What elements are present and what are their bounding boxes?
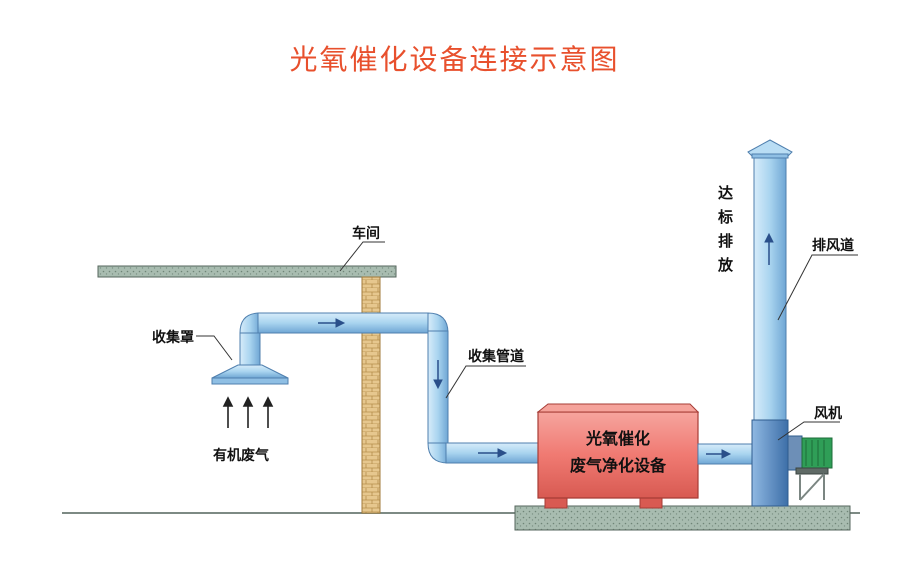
label-emission: 达 标 排 放 bbox=[717, 184, 734, 274]
workshop-roof bbox=[97, 265, 397, 278]
purification-machine bbox=[536, 403, 700, 509]
leader-lines bbox=[196, 241, 858, 441]
emission-char: 达 bbox=[718, 184, 733, 202]
equipment-foundation bbox=[514, 505, 851, 531]
label-collection-pipe: 收集管道 bbox=[468, 348, 524, 365]
page-title: 光氧催化设备连接示意图 bbox=[289, 43, 620, 76]
exhaust-stack bbox=[747, 139, 793, 421]
gas-inflow-arrows bbox=[222, 396, 274, 428]
label-machine-line2: 废气净化设备 bbox=[570, 456, 667, 475]
collection-pipe bbox=[239, 312, 539, 464]
emission-char: 标 bbox=[717, 208, 733, 226]
flow-arrow-stack bbox=[764, 232, 774, 265]
collection-hood bbox=[211, 364, 289, 385]
flow-arrow-outlet bbox=[706, 449, 732, 459]
label-workshop: 车间 bbox=[352, 225, 380, 242]
brick-wall bbox=[361, 276, 381, 514]
label-exhaust-stack: 排风道 bbox=[812, 237, 854, 254]
emission-char: 放 bbox=[717, 256, 734, 274]
fan-unit bbox=[751, 419, 833, 507]
label-fan: 风机 bbox=[814, 405, 842, 422]
flow-arrows-pipe bbox=[318, 318, 508, 458]
label-machine-line1: 光氧催化 bbox=[585, 429, 650, 448]
label-hood: 收集罩 bbox=[152, 329, 194, 346]
emission-char: 排 bbox=[718, 232, 733, 250]
label-exhaust-gas: 有机废气 bbox=[213, 447, 269, 464]
